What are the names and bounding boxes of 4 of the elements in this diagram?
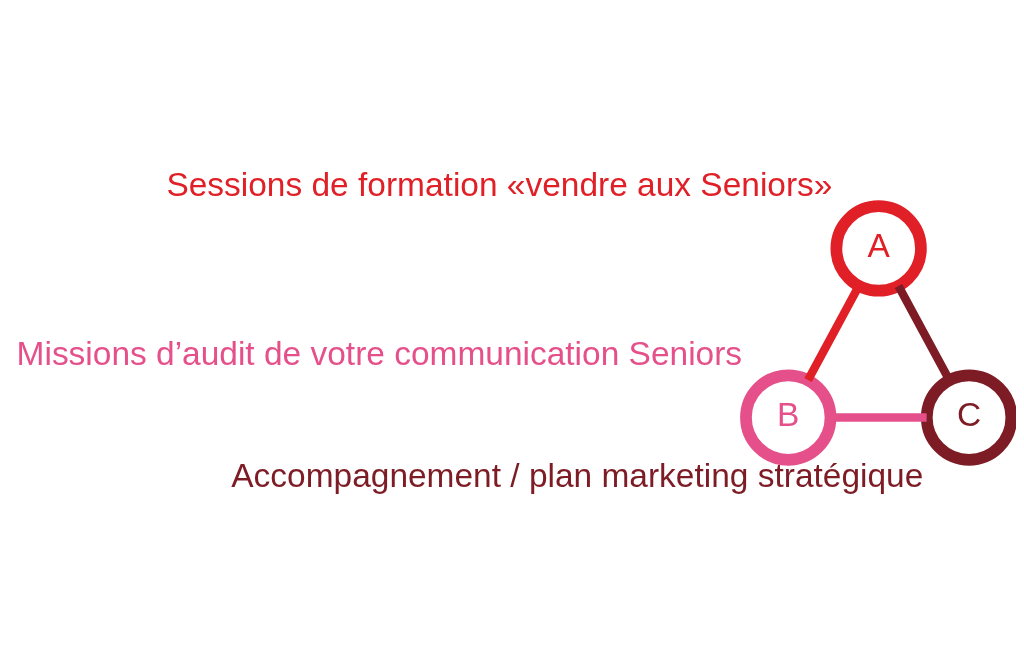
node-circle: C <box>920 369 1016 466</box>
node-label: Missions d’audit de votre communication Seniors <box>16 335 743 373</box>
node-label: Sessions de formation «vendre aux Seniors» <box>166 166 833 204</box>
node-circle: A <box>830 200 927 297</box>
